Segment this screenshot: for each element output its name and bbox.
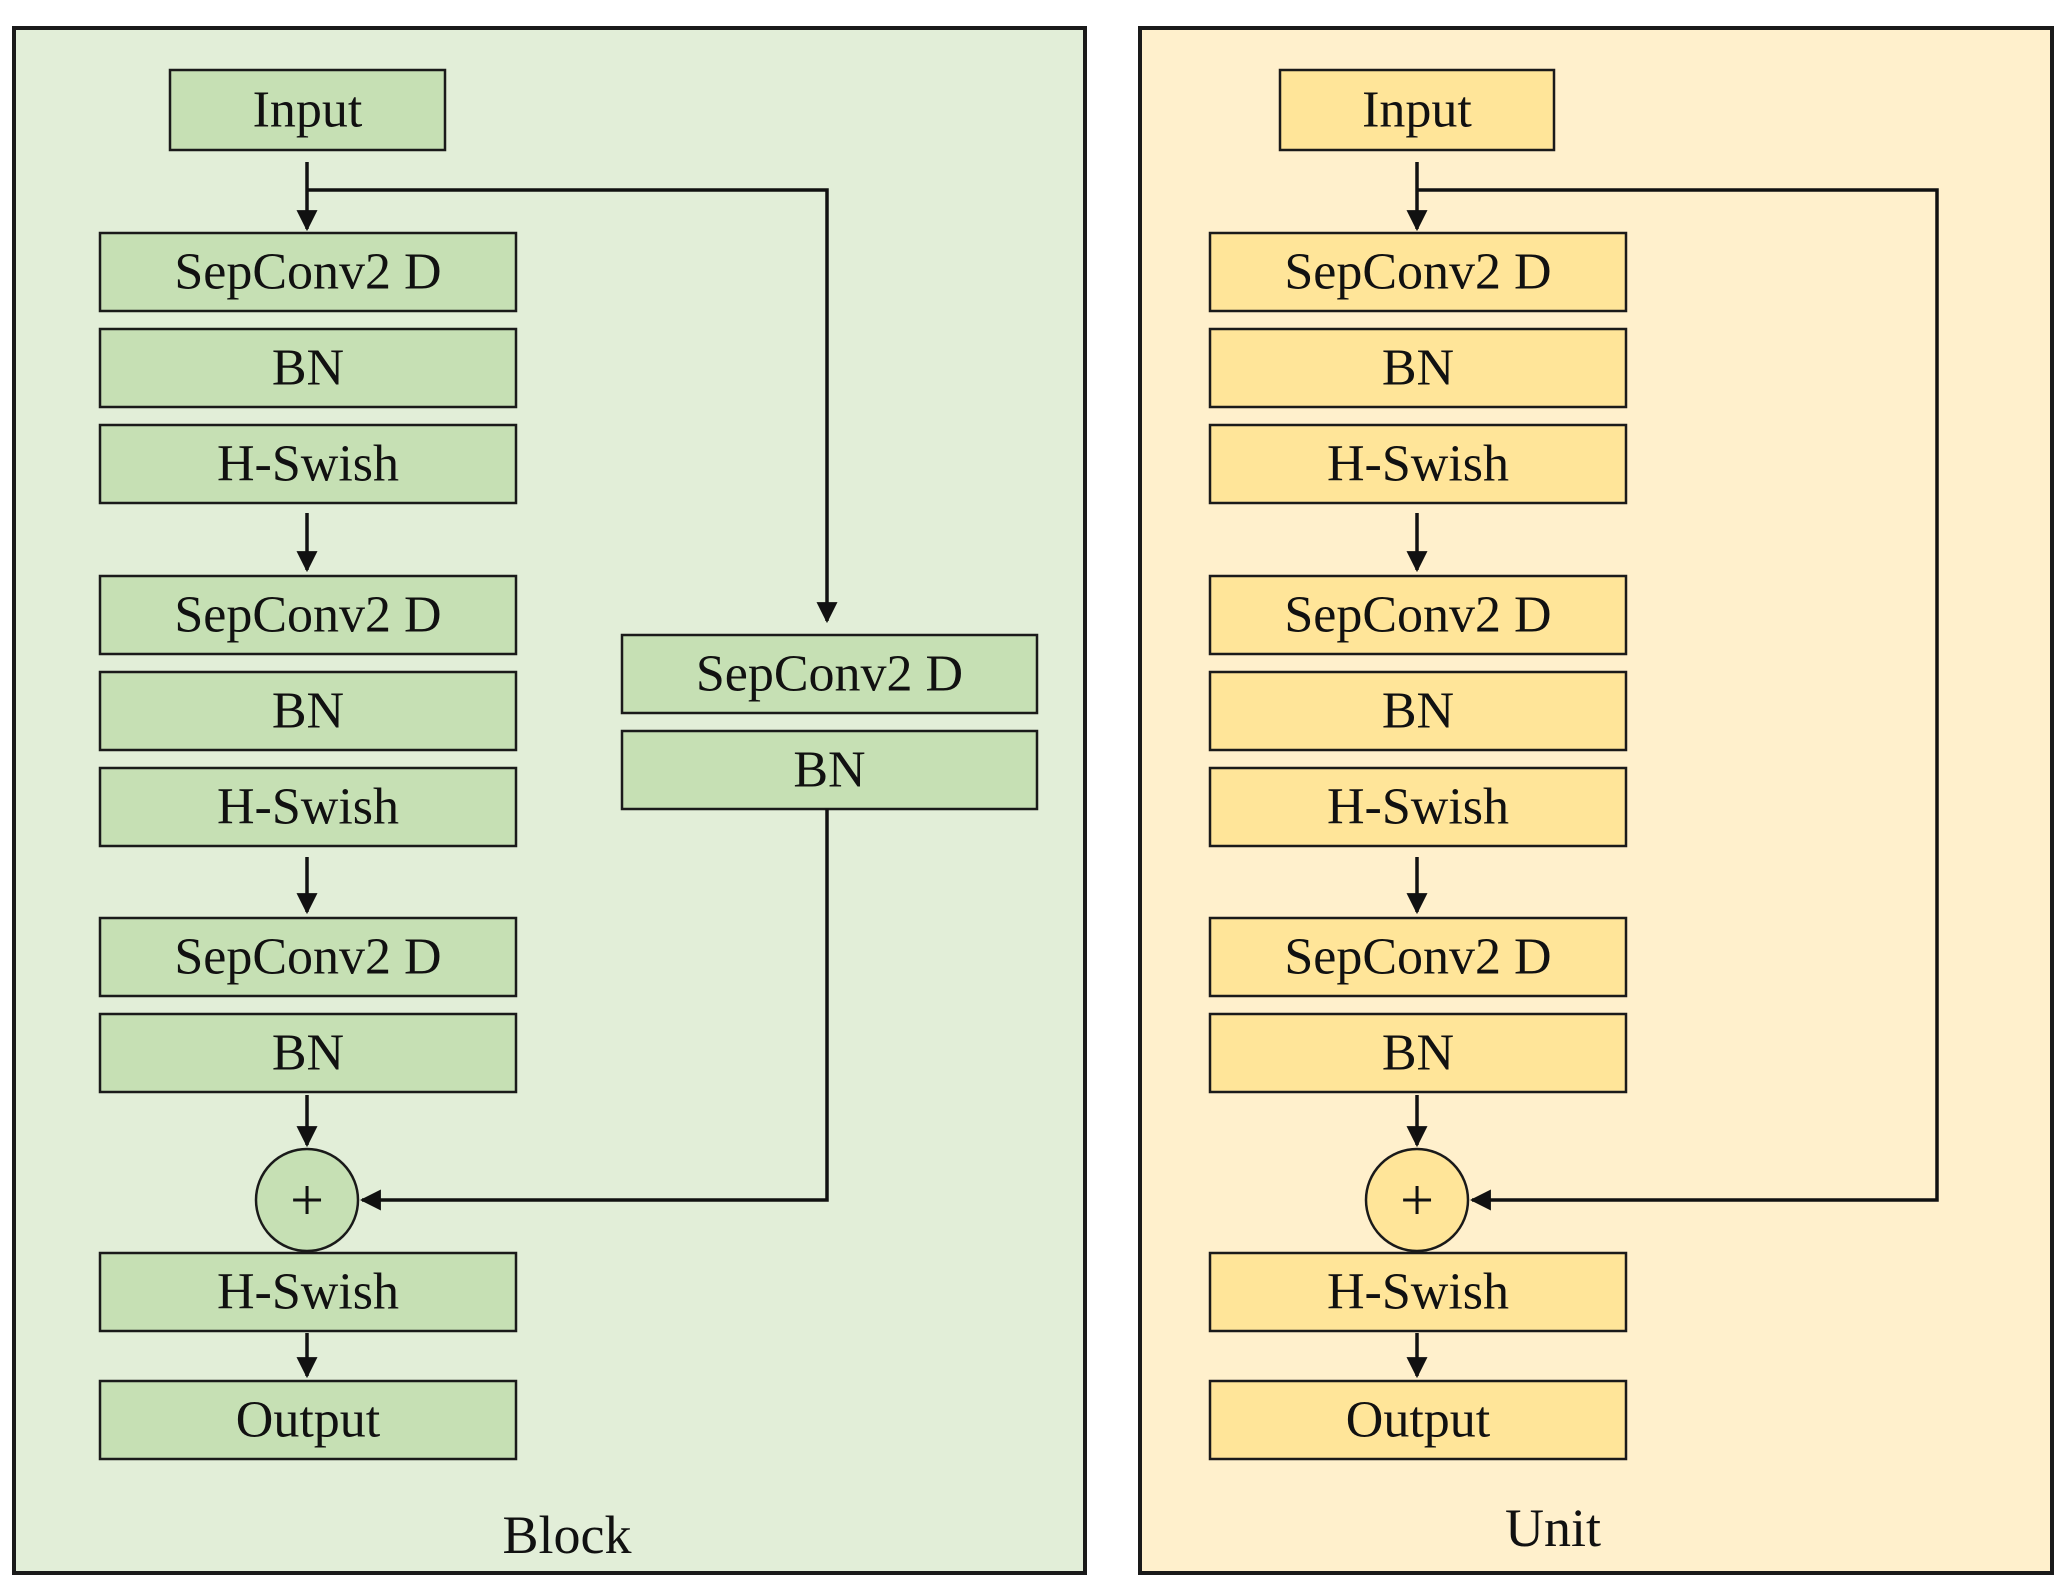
unit-layer-bn-3: BN bbox=[1208, 1012, 1628, 1094]
unit-layer-sepconv2d-3: SepConv2 D bbox=[1208, 916, 1628, 998]
unit-layer-label: SepConv2 D bbox=[1284, 587, 1551, 644]
block-layer-sepconv2d-3: SepConv2 D bbox=[98, 916, 518, 998]
block-output-node: Output bbox=[98, 1379, 518, 1461]
block-layer-label: BN bbox=[272, 340, 344, 397]
block-layer-label: H-Swish bbox=[217, 779, 399, 836]
unit-layer-label: H-Swish bbox=[1327, 436, 1509, 493]
unit-panel: Input SepConv2 D BN H-Swish SepConv2 D bbox=[1138, 26, 2054, 1575]
block-input-label: Input bbox=[253, 82, 363, 139]
block-edge-skip-branch bbox=[307, 188, 838, 624]
unit-layer-bn-1: BN bbox=[1208, 327, 1628, 409]
block-shortcut-path: SepConv2 D BN bbox=[620, 633, 1039, 811]
plus-circle-icon bbox=[254, 1147, 360, 1253]
block-layer-label: BN bbox=[272, 1025, 344, 1082]
unit-layer-label: BN bbox=[1382, 1025, 1454, 1082]
unit-edges bbox=[1406, 162, 1939, 1379]
unit-input-node: Input bbox=[1278, 68, 1556, 152]
unit-layer-label: BN bbox=[1382, 340, 1454, 397]
block-layer-label: BN bbox=[272, 683, 344, 740]
block-shortcut-label: BN bbox=[793, 742, 865, 799]
unit-layer-bn-2: BN bbox=[1208, 670, 1628, 752]
unit-output-label: Output bbox=[1346, 1392, 1491, 1449]
block-layer-bn-1: BN bbox=[98, 327, 518, 409]
unit-layer-label: BN bbox=[1382, 683, 1454, 740]
block-caption: Block bbox=[503, 1505, 632, 1565]
unit-layer-sepconv2d-1: SepConv2 D bbox=[1208, 231, 1628, 313]
block-input-node: Input bbox=[168, 68, 447, 152]
block-output-label: Output bbox=[236, 1392, 381, 1449]
block-layer-label: H-Swish bbox=[217, 1264, 399, 1321]
block-shortcut-sepconv2d: SepConv2 D bbox=[620, 633, 1039, 715]
unit-main-path: SepConv2 D BN H-Swish SepConv2 D BN H-Sw… bbox=[1208, 231, 1628, 1094]
block-layer-label: SepConv2 D bbox=[174, 587, 441, 644]
unit-layer-hswish-2: H-Swish bbox=[1208, 766, 1628, 848]
block-layer-sepconv2d-1: SepConv2 D bbox=[98, 231, 518, 313]
unit-layer-label: SepConv2 D bbox=[1284, 929, 1551, 986]
block-shortcut-bn: BN bbox=[620, 729, 1039, 811]
block-main-path: SepConv2 D BN H-Swish SepConv2 D BN H-Sw… bbox=[98, 231, 518, 1094]
unit-post-add-hswish: H-Swish bbox=[1208, 1251, 1628, 1333]
block-layer-label: H-Swish bbox=[217, 436, 399, 493]
block-layer-bn-2: BN bbox=[98, 670, 518, 752]
block-add-symbol: + bbox=[290, 1167, 324, 1233]
block-layer-hswish-1: H-Swish bbox=[98, 423, 518, 505]
block-layer-hswish-2: H-Swish bbox=[98, 766, 518, 848]
block-add-node: + bbox=[254, 1147, 360, 1253]
unit-layer-sepconv2d-2: SepConv2 D bbox=[1208, 574, 1628, 656]
block-layer-sepconv2d-2: SepConv2 D bbox=[98, 574, 518, 656]
block-layer-label: SepConv2 D bbox=[174, 929, 441, 986]
block-shortcut-label: SepConv2 D bbox=[696, 646, 963, 703]
unit-add-node: + bbox=[1364, 1147, 1470, 1253]
block-edge-shortcut-to-add bbox=[359, 809, 829, 1211]
unit-edge-identity-skip bbox=[1417, 188, 1939, 1211]
block-edges bbox=[296, 162, 838, 1379]
unit-input-label: Input bbox=[1362, 82, 1472, 139]
unit-layer-hswish-1: H-Swish bbox=[1208, 423, 1628, 505]
unit-layer-label: SepConv2 D bbox=[1284, 244, 1551, 301]
block-panel: Input SepConv2 D BN H-Swish SepConv2 D bbox=[12, 26, 1087, 1575]
unit-layer-label: H-Swish bbox=[1327, 779, 1509, 836]
unit-caption: Unit bbox=[1505, 1498, 1601, 1558]
block-layer-label: SepConv2 D bbox=[174, 244, 441, 301]
unit-add-symbol: + bbox=[1400, 1167, 1434, 1233]
unit-output-node: Output bbox=[1208, 1379, 1628, 1461]
plus-circle-icon bbox=[1364, 1147, 1470, 1253]
block-layer-bn-3: BN bbox=[98, 1012, 518, 1094]
unit-layer-label: H-Swish bbox=[1327, 1264, 1509, 1321]
block-post-add-hswish: H-Swish bbox=[98, 1251, 518, 1333]
